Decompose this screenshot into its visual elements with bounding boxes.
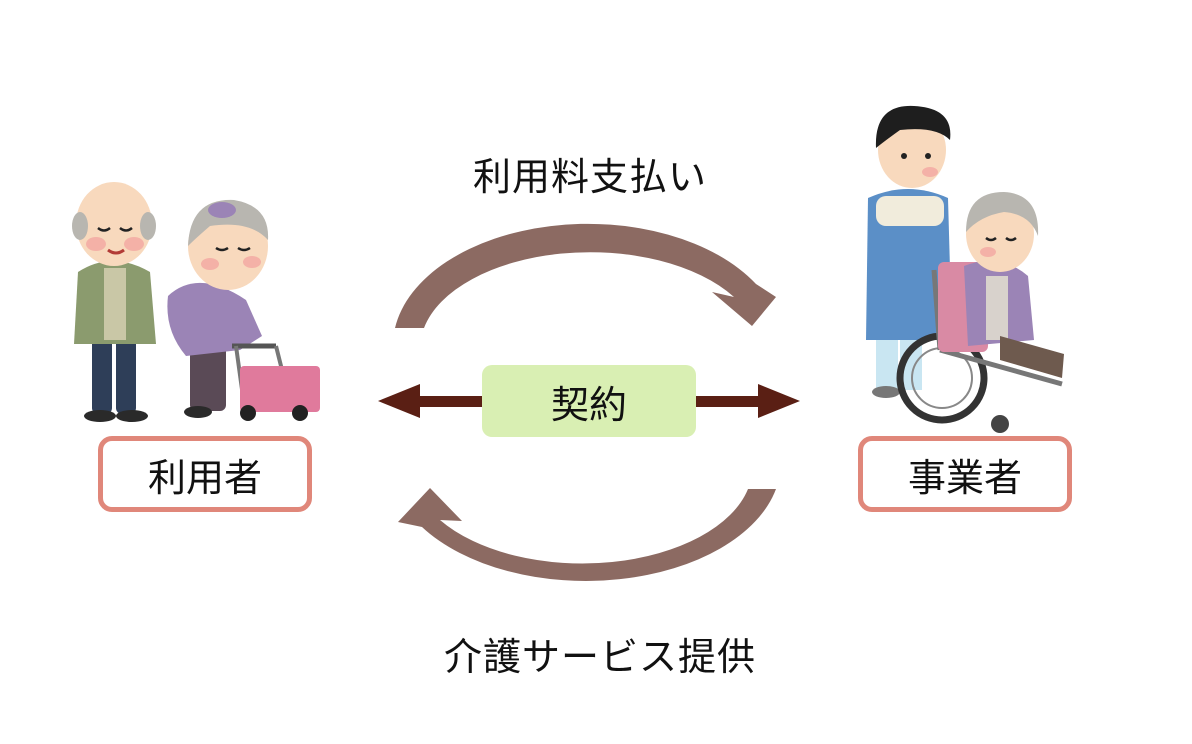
- service-label: 介護サービス提供: [443, 635, 756, 679]
- payment-label: 利用料支払い: [472, 155, 707, 199]
- caregiver-wheelchair-illustration: [866, 105, 1064, 433]
- service-arrow-body: [398, 488, 776, 581]
- elderly-couple-illustration: [72, 182, 320, 422]
- contract-double-arrow: [378, 384, 800, 418]
- provider-box: 事業者: [858, 436, 1072, 512]
- elderly-woman: [167, 199, 269, 418]
- walker-cart: [232, 343, 320, 421]
- payment-arrow: [395, 223, 776, 328]
- user-box: 利用者: [98, 436, 312, 512]
- service-arrow: [398, 488, 776, 581]
- caregiver: [866, 105, 952, 398]
- arrowhead-left: [378, 384, 420, 418]
- elderly-man: [72, 182, 156, 422]
- contract-box: 契約: [482, 365, 696, 437]
- seated-elderly-woman: [964, 192, 1064, 378]
- payment-arrow-body: [395, 223, 776, 328]
- arrowhead-right: [758, 384, 800, 418]
